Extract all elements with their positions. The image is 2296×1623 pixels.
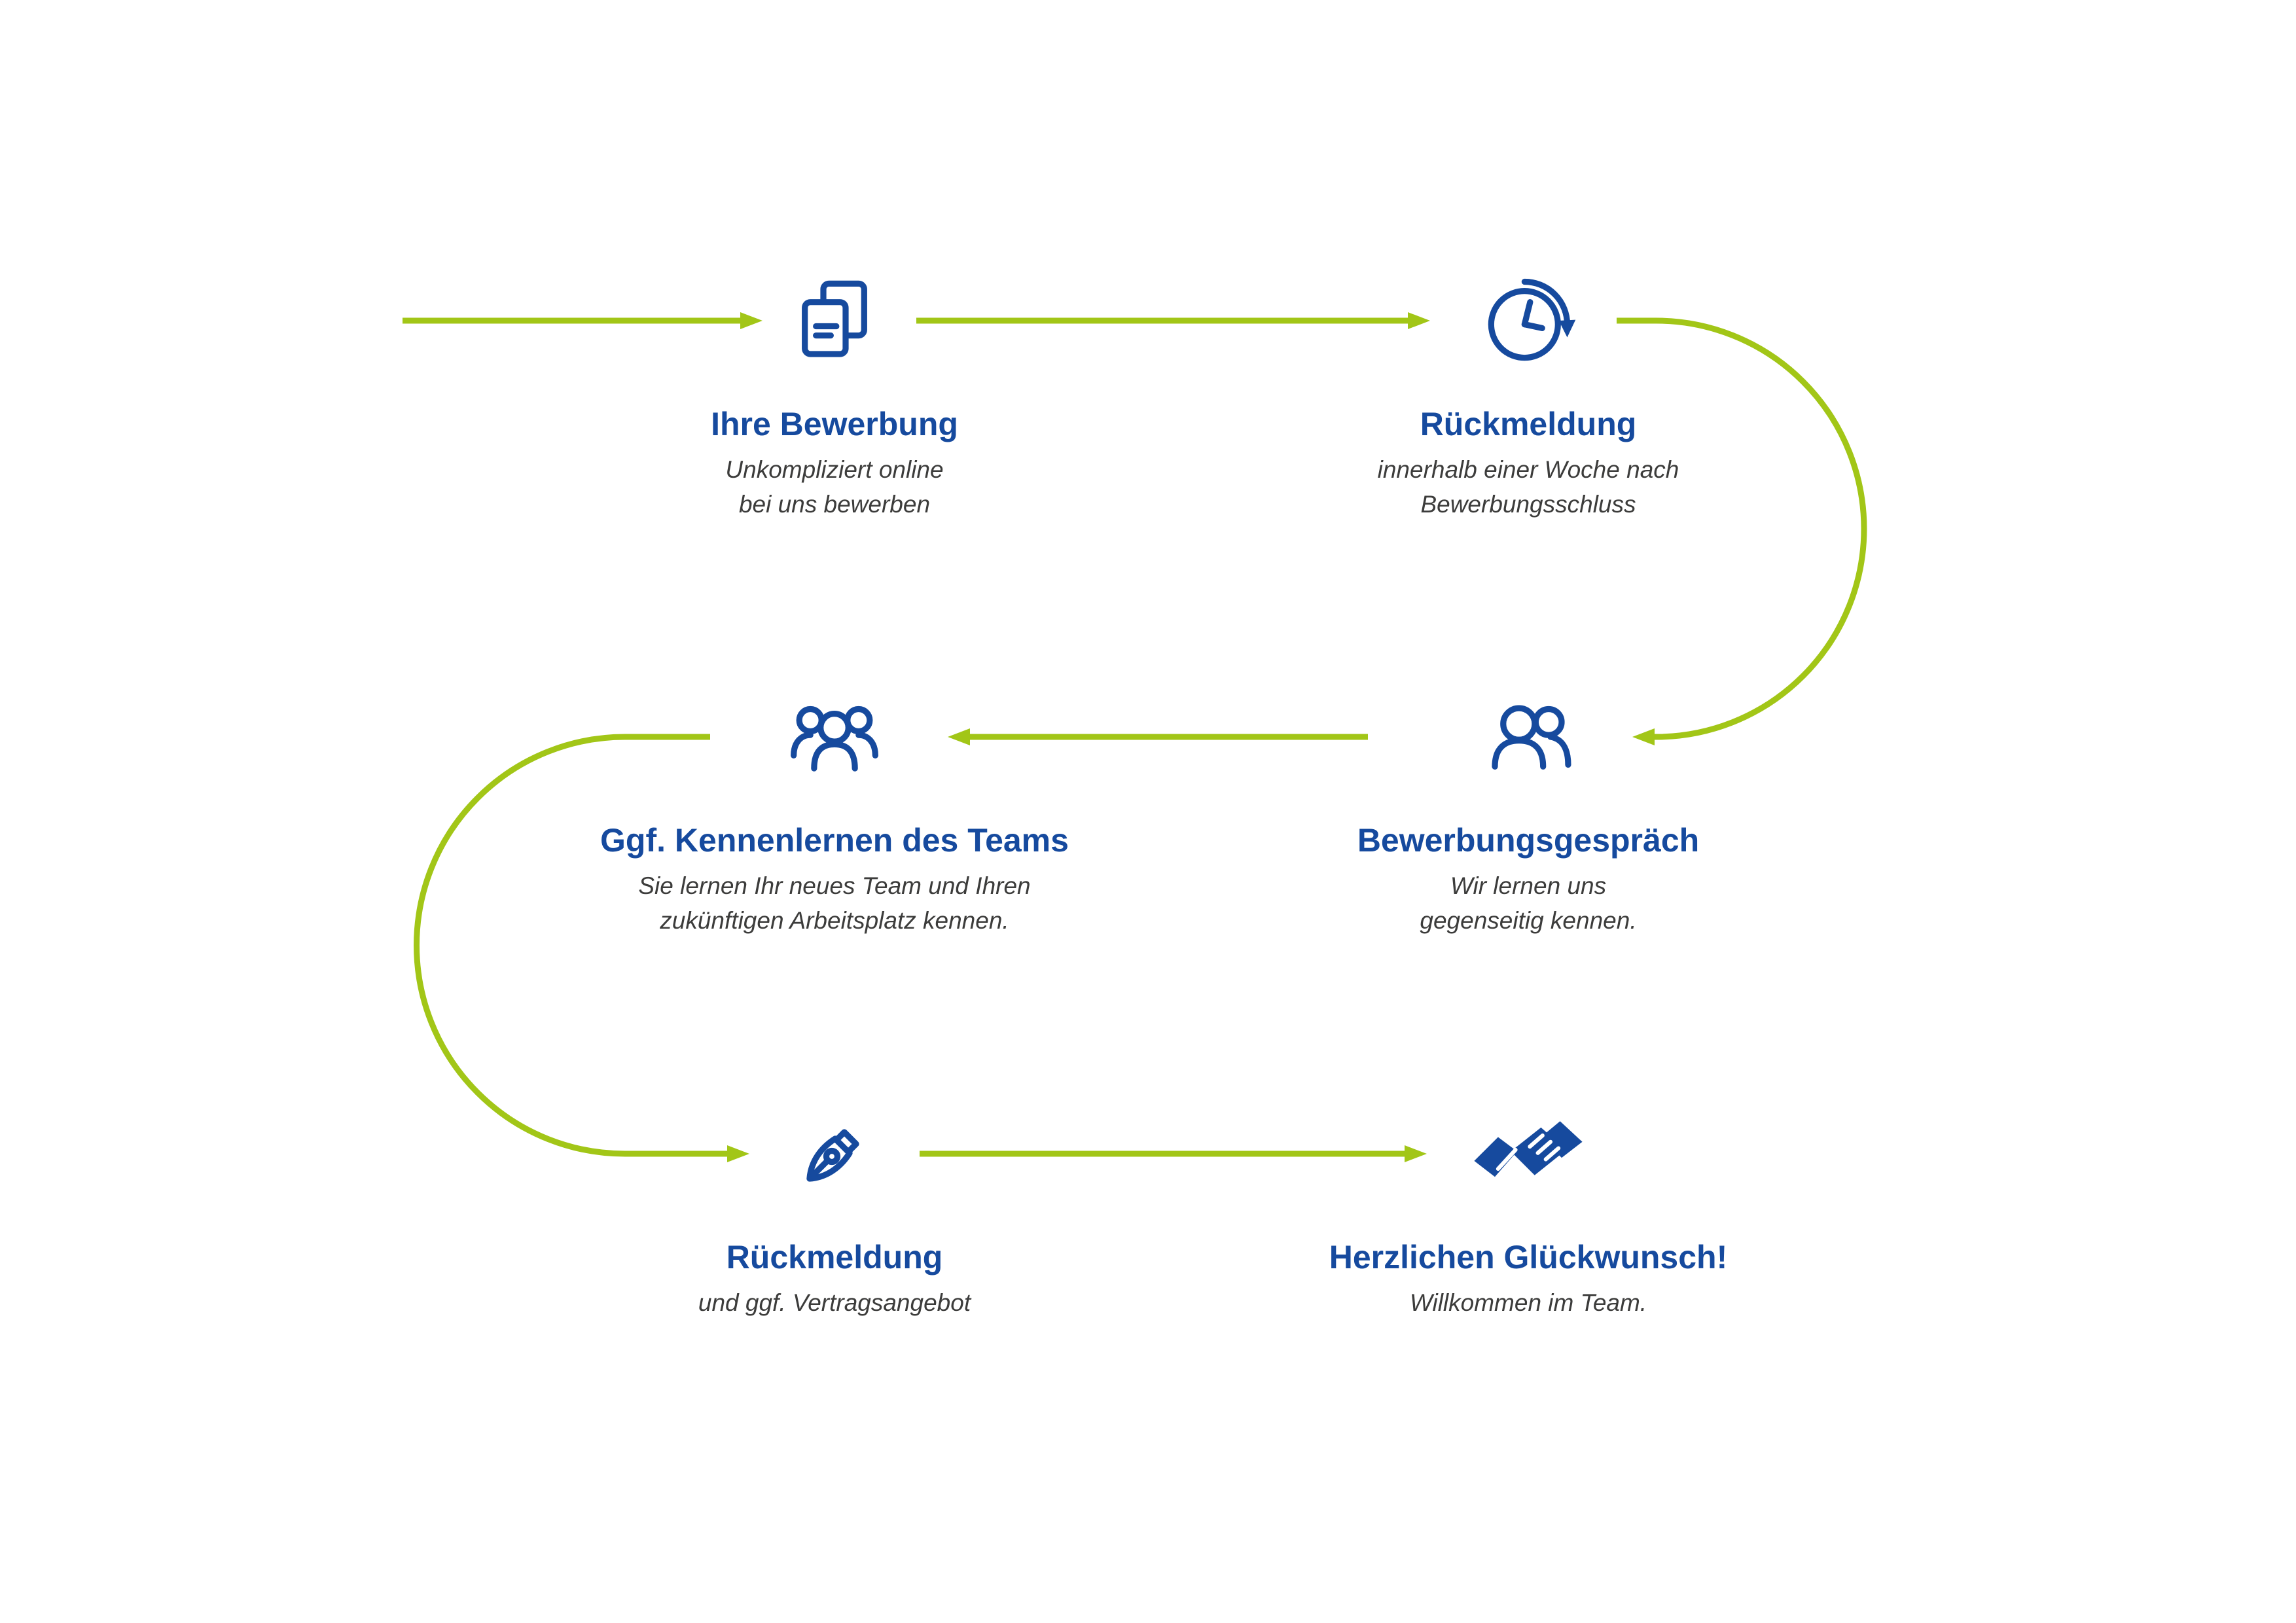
arrow-application-to-feedback1 <box>916 312 1430 329</box>
step-feedback-2: Rückmeldung und ggf. Vertragsangebot <box>540 1098 1129 1321</box>
step-congratulations: Herzlichen Glückwunsch! Willkommen im Te… <box>1234 1098 1823 1321</box>
step-title: Ggf. Kennenlernen des Teams <box>600 822 1069 859</box>
curve-team-to-feedback2 <box>414 734 749 1162</box>
step-subtitle: Unkompliziert online bei uns bewerben <box>725 456 944 518</box>
step-title: Rückmeldung <box>1420 406 1637 442</box>
step-subtitle: Wir lernen uns gegenseitig kennen. <box>1420 872 1637 934</box>
step-subtitle: Sie lernen Ihr neues Team und Ihren zukü… <box>638 872 1031 934</box>
arrow-into-application <box>403 312 762 329</box>
step-interview: Bewerbungsgespräch Wir lernen uns gegens… <box>1234 681 1823 938</box>
step-title: Herzlichen Glückwunsch! <box>1329 1239 1728 1275</box>
arrow-feedback2-to-congratulations <box>920 1145 1427 1162</box>
step-title: Rückmeldung <box>726 1239 943 1275</box>
step-title: Ihre Bewerbung <box>711 406 958 442</box>
curve-feedback1-to-interview <box>1617 317 1867 745</box>
documents-icon <box>802 280 867 357</box>
step-meet-team: Ggf. Kennenlernen des Teams Sie lernen I… <box>540 681 1129 938</box>
clock-history-icon <box>1488 278 1576 361</box>
two-people-icon <box>1492 705 1571 770</box>
step-application: Ihre Bewerbung Unkompliziert online bei … <box>540 265 1129 522</box>
step-title: Bewerbungsgespräch <box>1357 822 1700 859</box>
step-subtitle: und ggf. Vertragsangebot <box>698 1289 971 1316</box>
team-icon <box>791 705 878 772</box>
step-subtitle: innerhalb einer Woche nach Bewerbungssch… <box>1377 456 1679 518</box>
step-feedback-1: Rückmeldung innerhalb einer Woche nach B… <box>1234 265 1823 522</box>
arrow-interview-to-team <box>948 728 1368 745</box>
handshake-icon <box>1474 1121 1583 1177</box>
step-subtitle: Willkommen im Team. <box>1409 1289 1647 1316</box>
pen-nib-icon <box>806 1129 859 1182</box>
